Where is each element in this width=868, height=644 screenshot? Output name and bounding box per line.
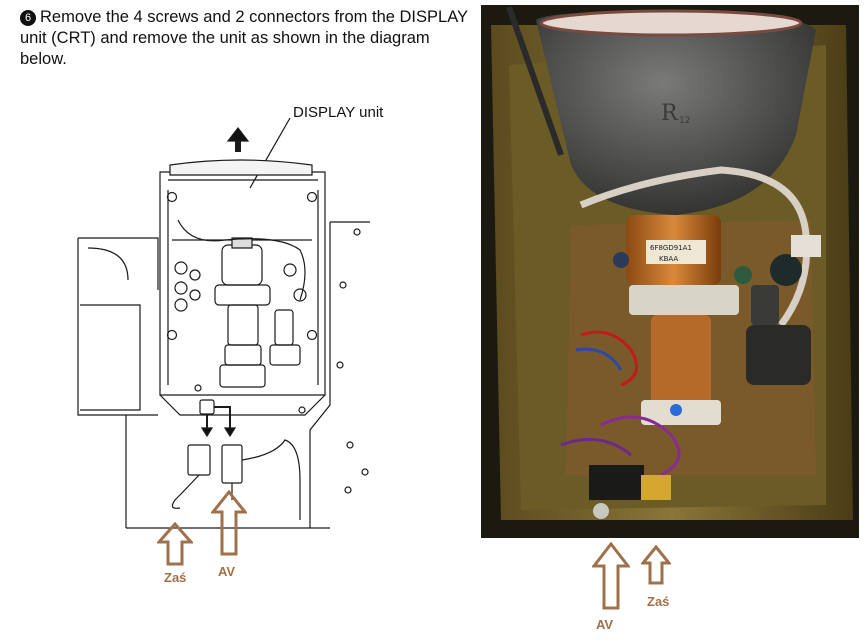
zas-arrow-left [157,522,193,566]
coil-label-1: 6F8GD91A1 [650,244,692,252]
crt-mark: R [661,101,679,126]
display-unit-callout: DISPLAY unit [293,104,384,121]
display-unit-diagram [77,117,370,529]
instruction-body: Remove the 4 screws and 2 connectors fro… [20,8,468,68]
av-label-left: AV [218,564,236,579]
crt-mark-sub: 12 [679,116,690,126]
av-arrow-left [211,490,247,556]
zas-label-left: Zaś [164,570,187,585]
av-label-right: AV [596,617,614,632]
av-arrow-right [592,542,630,610]
step-number-badge: 6 [20,10,36,26]
coil-label-2: KBAA [659,255,678,263]
zas-label-right: Zaś [647,594,670,609]
display-unit-photo: R 12 6F8GD91A1 KBAA [481,5,859,538]
zas-arrow-right [641,545,671,585]
